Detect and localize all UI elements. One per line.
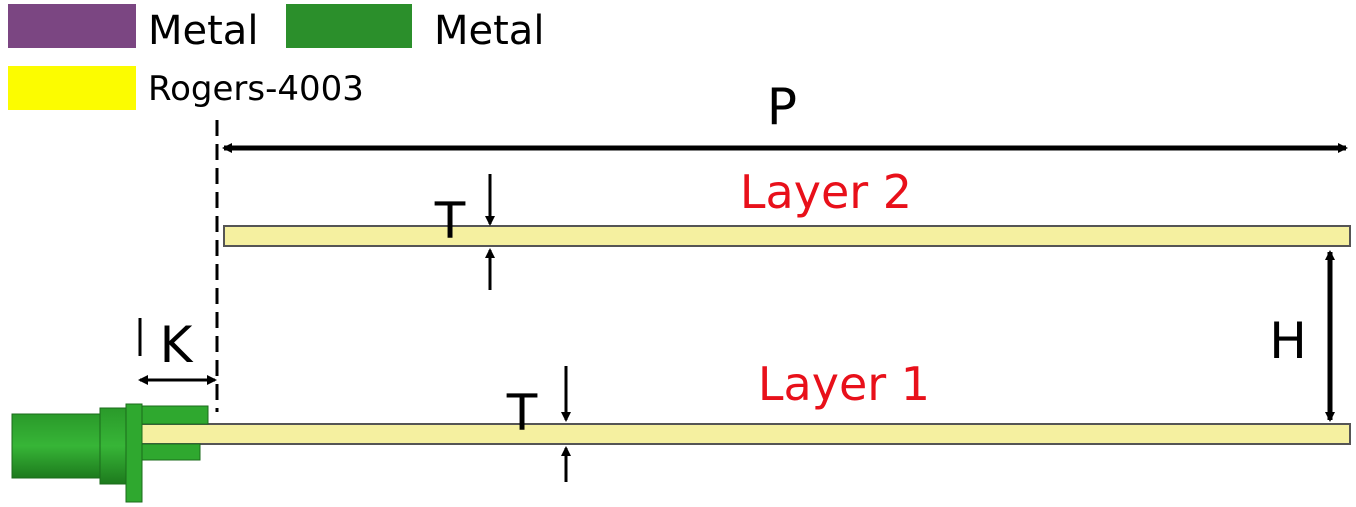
legend: Metal Metal Rogers-4003 xyxy=(8,4,544,110)
height-label: H xyxy=(1269,312,1307,370)
connector-tab-bottom xyxy=(141,443,201,461)
legend-label-metal-purple: Metal xyxy=(148,8,258,54)
legend-label-metal-green: Metal xyxy=(434,8,544,54)
offset-label: K xyxy=(160,316,194,374)
thickness-top-label: T xyxy=(434,192,466,250)
legend-swatch-metal-purple xyxy=(8,4,136,48)
legend-swatch-rogers xyxy=(8,66,136,110)
connector-tab-top xyxy=(141,405,209,425)
layer1-label: Layer 1 xyxy=(758,357,930,411)
period-label: P xyxy=(767,78,797,136)
legend-label-rogers: Rogers-4003 xyxy=(148,69,364,109)
connector-flange xyxy=(125,403,143,503)
legend-swatch-metal-green xyxy=(286,4,412,48)
coax-connector xyxy=(11,403,209,503)
thickness-bottom-label: T xyxy=(506,384,538,442)
layer1-substrate xyxy=(139,423,1351,445)
connector-body xyxy=(11,413,103,479)
layer2-substrate xyxy=(223,225,1351,247)
layer2-label: Layer 2 xyxy=(740,165,912,219)
